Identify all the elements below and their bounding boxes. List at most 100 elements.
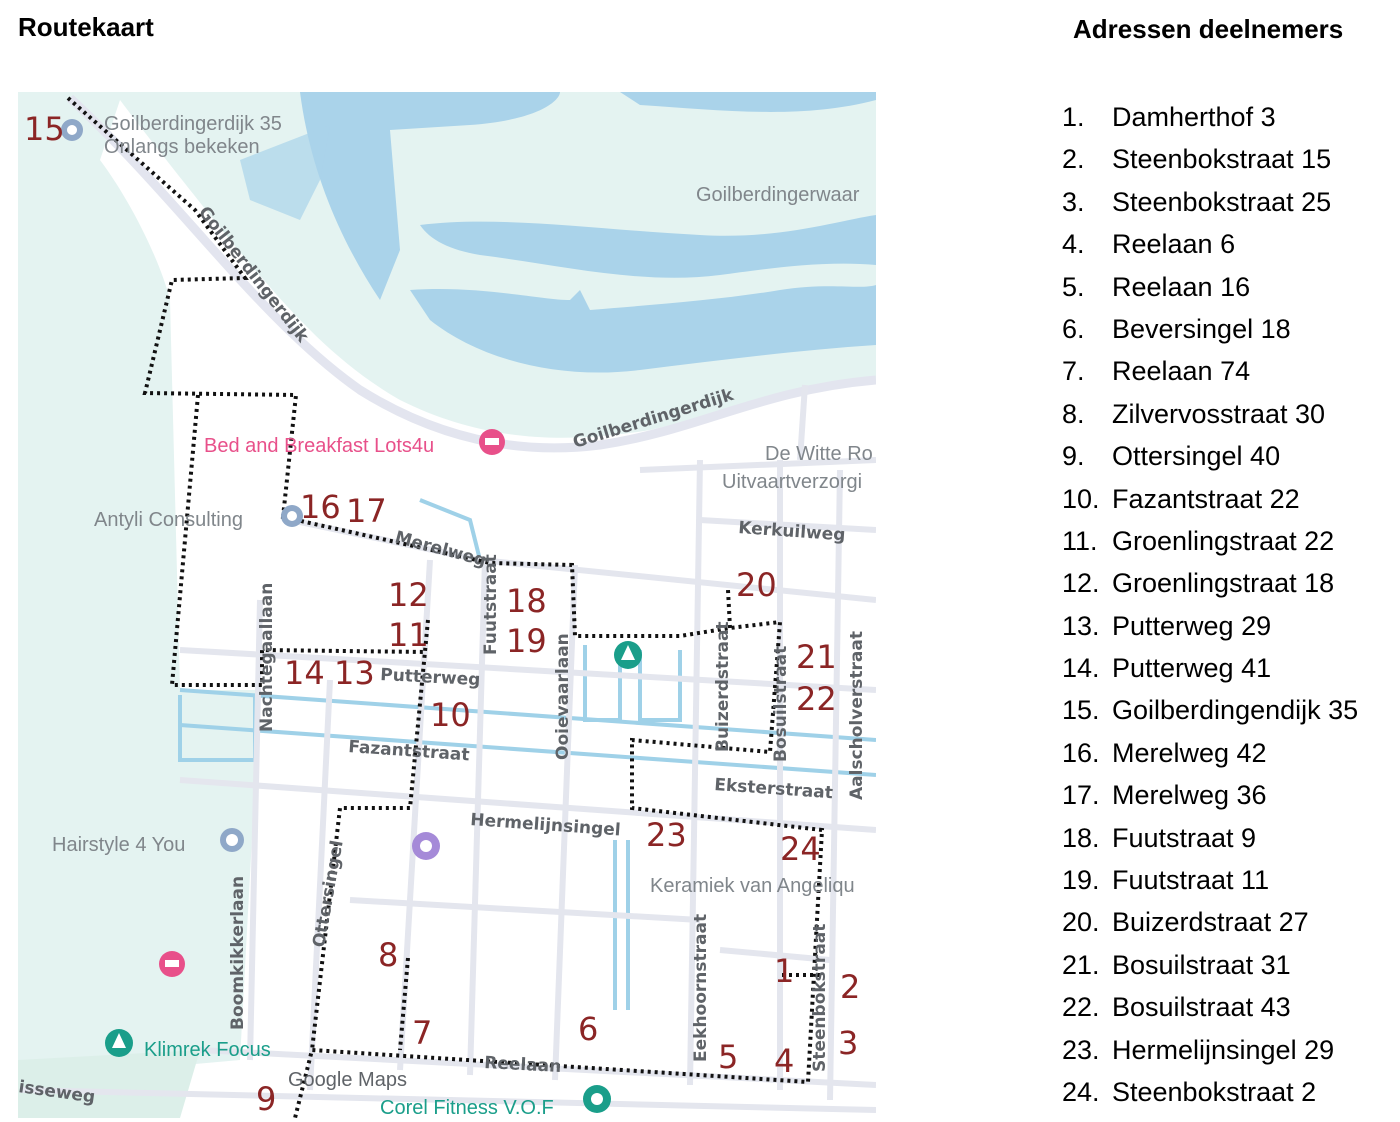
address-number: 7. xyxy=(1062,356,1085,387)
road-label: Nachtegaallaan xyxy=(257,583,277,732)
address-number: 15. xyxy=(1062,695,1100,726)
river-water xyxy=(240,92,876,373)
address-text: Steenbokstraat 15 xyxy=(1112,144,1332,175)
address-item: 19.Fuutstraat 11 xyxy=(1062,861,1358,903)
road-label: Bosuilstraat xyxy=(771,646,791,762)
address-number: 12. xyxy=(1062,568,1100,599)
route-marker: 13 xyxy=(334,654,375,692)
address-item: 15. Goilberdingendijk 35 xyxy=(1062,691,1358,733)
route-marker: 17 xyxy=(346,492,387,530)
route-marker: 7 xyxy=(412,1014,432,1052)
address-item: 2.Steenbokstraat 15 xyxy=(1062,140,1358,182)
address-item: 21. Bosuilstraat 31 xyxy=(1062,946,1358,988)
address-text: Putterweg 41 xyxy=(1112,653,1272,684)
address-number: 11. xyxy=(1062,525,1098,556)
address-text: Fazantstraat 22 xyxy=(1112,483,1300,514)
address-item: 11. Groenlingstraat 22 xyxy=(1062,522,1358,564)
route-marker: 21 xyxy=(796,638,837,676)
place-label[interactable]: Bed and Breakfast Lots4u xyxy=(204,435,434,457)
address-text: Bosuilstraat 31 xyxy=(1112,949,1291,980)
address-text: Fuutstraat 9 xyxy=(1112,822,1257,853)
address-text: Beversingel 18 xyxy=(1112,313,1291,344)
address-text: Ottersingel 40 xyxy=(1112,441,1281,472)
place-label[interactable]: Goilberdingerdijk 35 xyxy=(104,113,282,135)
address-item: 13.Putterweg 29 xyxy=(1062,607,1358,649)
route-marker: 19 xyxy=(506,622,547,660)
address-item: 17. Merelweg 36 xyxy=(1062,776,1358,818)
address-item: 7. Reelaan 74 xyxy=(1062,352,1358,394)
address-number: 16. xyxy=(1062,737,1100,768)
route-marker: 3 xyxy=(838,1024,858,1062)
road-label: Boomkikkerlaan xyxy=(228,876,248,1030)
address-text: Merelweg 42 xyxy=(1112,737,1267,768)
addresses-heading: Adressen deelnemers xyxy=(1073,14,1344,44)
address-text: Steenbokstraat 2 xyxy=(1112,1076,1317,1107)
address-item: 18. Fuutstraat 9 xyxy=(1062,819,1358,861)
address-number: 20. xyxy=(1062,907,1100,938)
address-number: 3. xyxy=(1062,186,1085,217)
address-number: 8. xyxy=(1062,398,1085,429)
route-marker: 2 xyxy=(840,968,860,1006)
address-number: 4. xyxy=(1062,229,1085,260)
place-label[interactable]: Antyli Consulting xyxy=(94,509,243,531)
route-marker: 10 xyxy=(430,696,471,734)
route-marker: 6 xyxy=(578,1010,598,1048)
address-number: 21. xyxy=(1062,949,1100,980)
address-number: 18. xyxy=(1062,822,1100,853)
address-item: 4.Reelaan 6 xyxy=(1062,225,1358,267)
address-number: 17. xyxy=(1062,780,1100,811)
address-text: Putterweg 29 xyxy=(1112,610,1272,641)
address-item: 1. Damherthof 3 xyxy=(1062,98,1358,140)
route-marker: 1 xyxy=(774,952,794,990)
route-marker: 8 xyxy=(378,936,398,974)
address-text: Goilberdingendijk 35 xyxy=(1112,695,1359,726)
place-sublabel: Onlangs bekeken xyxy=(104,136,260,158)
address-item: 24. Steenbokstraat 2 xyxy=(1062,1073,1358,1115)
address-number: 24. xyxy=(1062,1076,1100,1107)
address-text: Damherthof 3 xyxy=(1112,102,1276,132)
address-number: 22. xyxy=(1062,992,1100,1023)
address-item: 8. Zilvervosstraat 30 xyxy=(1062,395,1358,437)
route-marker: 18 xyxy=(506,582,547,620)
place-label[interactable]: Keramiek van Angeliqu xyxy=(650,875,855,897)
address-item: 12. Groenlingstraat 18 xyxy=(1062,564,1358,606)
address-text: Hermelijnsingel 29 xyxy=(1112,1034,1335,1065)
address-text: Groenlingstraat 22 xyxy=(1112,525,1335,556)
address-number: 23. xyxy=(1062,1034,1100,1065)
place-label[interactable]: Hairstyle 4 You xyxy=(52,834,185,856)
route-marker: 14 xyxy=(284,654,325,692)
address-text: Steenbokstraat 25 xyxy=(1112,186,1332,217)
address-number: 14. xyxy=(1062,653,1100,684)
address-item: 5. Reelaan 16 xyxy=(1062,268,1358,310)
address-item: 9.Ottersingel 40 xyxy=(1062,437,1358,479)
address-item: 10. Fazantstraat 22 xyxy=(1062,480,1358,522)
address-text: Groenlingstraat 18 xyxy=(1112,568,1335,599)
route-marker: 23 xyxy=(646,816,687,854)
address-number: 10. xyxy=(1062,483,1100,514)
place-label[interactable]: Klimrek Focus xyxy=(144,1039,271,1061)
dike-road xyxy=(66,94,876,453)
address-text: Zilvervosstraat 30 xyxy=(1112,398,1326,429)
road-label: Ooievaarlaan xyxy=(553,633,573,760)
place-label[interactable]: De Witte Ro xyxy=(765,443,873,465)
address-text: Reelaan 74 xyxy=(1112,356,1251,387)
address-item: 6.Beversingel 18 xyxy=(1062,310,1358,352)
place-label[interactable]: Uitvaartverzorgi xyxy=(722,471,862,493)
address-item: 14. Putterweg 41 xyxy=(1062,649,1358,691)
address-text: Merelweg 36 xyxy=(1112,780,1267,811)
route-marker: 4 xyxy=(774,1042,794,1080)
area-label: Goilberdingerwaar xyxy=(696,184,860,206)
address-item: 20.Buizerdstraat 27 xyxy=(1062,903,1358,945)
address-text: Reelaan 16 xyxy=(1112,271,1251,302)
address-number: 1. xyxy=(1062,102,1085,132)
place-label[interactable]: Corel Fitness V.O.F xyxy=(380,1097,554,1119)
address-item: 3. Steenbokstraat 25 xyxy=(1062,183,1358,225)
address-list: 1. Damherthof 3 2.Steenbokstraat 15 3. Steen… xyxy=(1062,98,1358,1115)
route-marker: 12 xyxy=(388,576,429,614)
address-number: 5. xyxy=(1062,271,1085,302)
route-marker: 20 xyxy=(736,566,777,604)
road-label: Steenbokstraat xyxy=(810,924,830,1072)
road-label: Reelaan xyxy=(484,1053,562,1077)
route-marker: 24 xyxy=(780,830,821,868)
